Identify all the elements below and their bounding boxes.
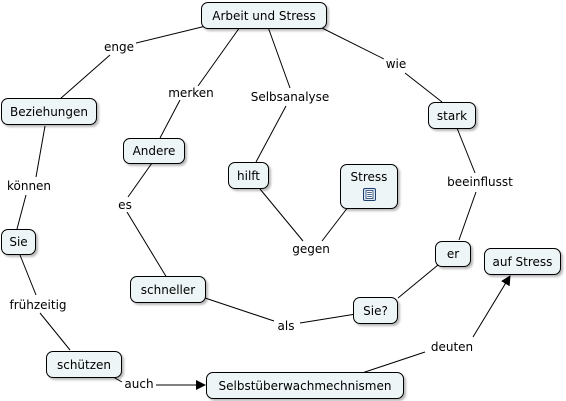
link-label-es[interactable]: es bbox=[116, 198, 134, 212]
link-label-fruehzeitig[interactable]: frühzeitig bbox=[7, 298, 69, 312]
concept-stark[interactable]: stark bbox=[428, 102, 476, 129]
link-line-beeinflusst-2 bbox=[458, 191, 477, 241]
link-label-merken[interactable]: merken bbox=[166, 86, 216, 100]
concept-stress[interactable]: Stress bbox=[340, 164, 398, 209]
link-line-merken-2 bbox=[159, 99, 181, 139]
concept-auf-stress[interactable]: auf Stress bbox=[484, 248, 561, 275]
link-line-fruehzeitig-1 bbox=[19, 254, 37, 296]
concept-arbeit-und-stress[interactable]: Arbeit und Stress bbox=[201, 2, 327, 29]
link-label-wie[interactable]: wie bbox=[383, 57, 409, 71]
link-line-selbsanalyse-1 bbox=[267, 26, 291, 89]
link-label-gegen[interactable]: gegen bbox=[290, 242, 332, 256]
link-line-es-1 bbox=[127, 162, 153, 198]
link-label-enge[interactable]: enge bbox=[102, 40, 136, 54]
link-line-fruehzeitig-2 bbox=[39, 312, 71, 351]
link-line-enge-2 bbox=[59, 54, 111, 100]
link-line-deuten-2 bbox=[472, 275, 511, 338]
link-line-koennen-1 bbox=[35, 125, 46, 178]
link-line-es-2 bbox=[126, 211, 168, 279]
concept-hilft[interactable]: hilft bbox=[228, 162, 269, 189]
link-line-selbsanalyse-2 bbox=[255, 105, 287, 163]
link-line-wie-1 bbox=[319, 26, 385, 60]
concept-schuetzen[interactable]: schützen bbox=[46, 351, 122, 378]
concept-beziehungen[interactable]: Beziehungen bbox=[1, 98, 97, 125]
link-line-deuten-1 bbox=[361, 351, 426, 374]
link-line-als-3 bbox=[397, 264, 439, 299]
link-label-als[interactable]: als bbox=[275, 319, 297, 333]
link-line-beeinflusst-1 bbox=[456, 127, 476, 174]
concept-er[interactable]: er bbox=[435, 241, 471, 267]
link-label-deuten[interactable]: deuten bbox=[428, 340, 476, 354]
concept-selbstueberwachmechnismen[interactable]: Selbstüberwachmechnismen bbox=[206, 372, 404, 399]
concept-sie[interactable]: Sie bbox=[1, 229, 36, 255]
link-line-wie-2 bbox=[404, 72, 443, 103]
concept-schneller[interactable]: schneller bbox=[130, 276, 206, 303]
concept-sie-frage[interactable]: Sie? bbox=[353, 297, 398, 324]
link-line-als-2 bbox=[299, 313, 357, 324]
document-icon[interactable] bbox=[362, 188, 376, 201]
link-label-beeinflusst[interactable]: beeinflusst bbox=[445, 175, 515, 189]
concept-andere[interactable]: Andere bbox=[123, 138, 185, 164]
link-label-selbsanalyse[interactable]: Selbsanalyse bbox=[248, 90, 332, 104]
link-line-als-1 bbox=[204, 297, 275, 322]
link-line-koennen-2 bbox=[16, 194, 27, 230]
concept-stress-label: Stress bbox=[350, 170, 388, 184]
link-line-merken-1 bbox=[197, 26, 241, 87]
link-label-koennen[interactable]: können bbox=[4, 179, 54, 193]
link-label-auch[interactable]: auch bbox=[122, 377, 156, 391]
link-line-gegen-1 bbox=[259, 188, 304, 242]
